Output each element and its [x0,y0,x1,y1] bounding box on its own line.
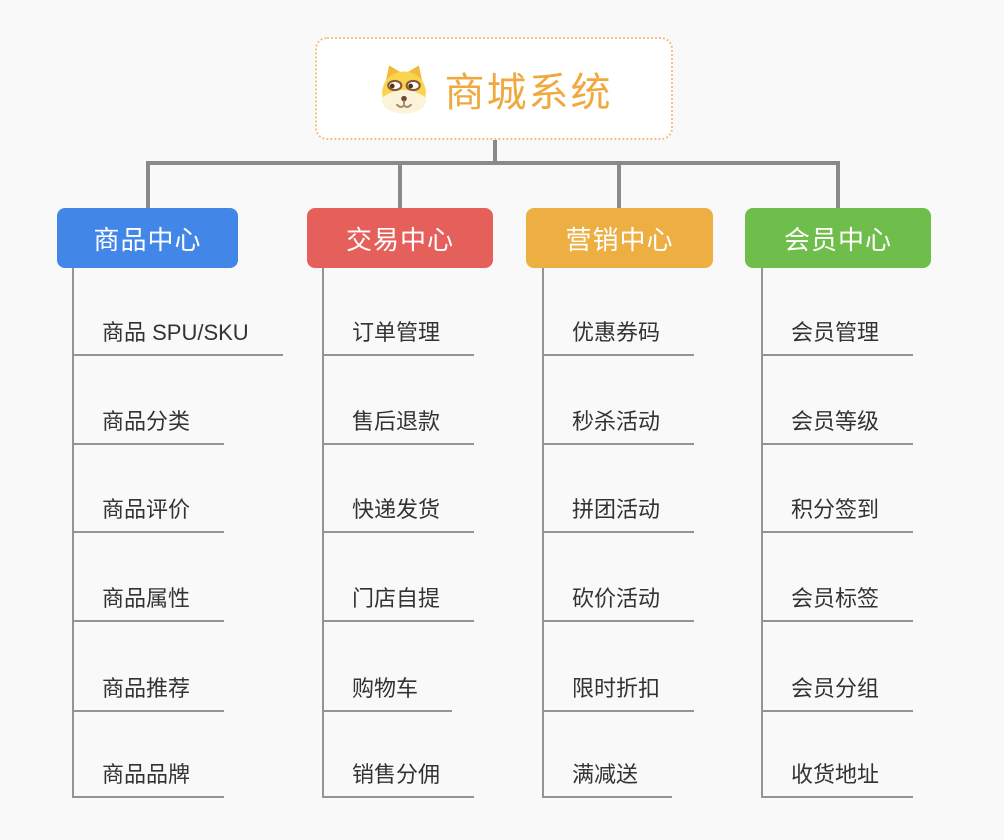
branch-connector-member [836,161,840,208]
child-node-group-buy[interactable]: 拼团活动 [542,495,695,533]
child-node-bargain-activity[interactable]: 砍价活动 [542,584,695,622]
trunk-connector-line [146,161,840,165]
child-node-limited-time-discount[interactable]: 限时折扣 [542,674,695,712]
child-node-flash-sale[interactable]: 秒杀活动 [542,407,695,445]
child-node-member-level[interactable]: 会员等级 [761,407,914,445]
child-node-product-category[interactable]: 商品分类 [72,407,225,445]
child-node-product-attribute[interactable]: 商品属性 [72,584,225,622]
root-connector-stub [493,140,497,163]
child-connector-line-trade [322,268,324,798]
dog-face-icon [381,64,426,113]
child-node-store-pickup[interactable]: 门店自提 [322,584,475,622]
child-node-full-reduction[interactable]: 满减送 [542,760,673,798]
child-node-product-review[interactable]: 商品评价 [72,495,225,533]
child-node-sales-commission[interactable]: 销售分佣 [322,760,475,798]
root-node-title: 商城系统 [444,70,613,115]
root-node-mall-system[interactable]: 商城系统 [315,37,673,140]
child-node-member-management[interactable]: 会员管理 [761,318,914,356]
child-node-shopping-cart[interactable]: 购物车 [322,674,453,712]
child-node-express-delivery[interactable]: 快递发货 [322,495,475,533]
child-node-coupon-code[interactable]: 优惠券码 [542,318,695,356]
child-node-order-management[interactable]: 订单管理 [322,318,475,356]
child-node-product-brand[interactable]: 商品品牌 [72,760,225,798]
child-node-shipping-address[interactable]: 收货地址 [761,760,914,798]
branch-connector-product [146,161,150,208]
branch-node-member-center[interactable]: 会员中心 [745,208,931,268]
branch-connector-marketing [617,161,621,208]
child-connector-line-member [761,268,763,798]
child-node-points-checkin[interactable]: 积分签到 [761,495,914,533]
branch-node-trade-center[interactable]: 交易中心 [307,208,493,268]
child-connector-line-product [72,268,74,798]
child-node-member-group[interactable]: 会员分组 [761,674,914,712]
child-node-product-recommend[interactable]: 商品推荐 [72,674,225,712]
branch-node-product-center[interactable]: 商品中心 [57,208,238,268]
child-node-member-tag[interactable]: 会员标签 [761,584,914,622]
branch-node-marketing-center[interactable]: 营销中心 [526,208,713,268]
child-node-after-sale-refund[interactable]: 售后退款 [322,407,475,445]
branch-connector-trade [398,161,402,208]
child-connector-line-marketing [542,268,544,798]
child-node-product-spu-sku[interactable]: 商品 SPU/SKU [72,318,283,356]
